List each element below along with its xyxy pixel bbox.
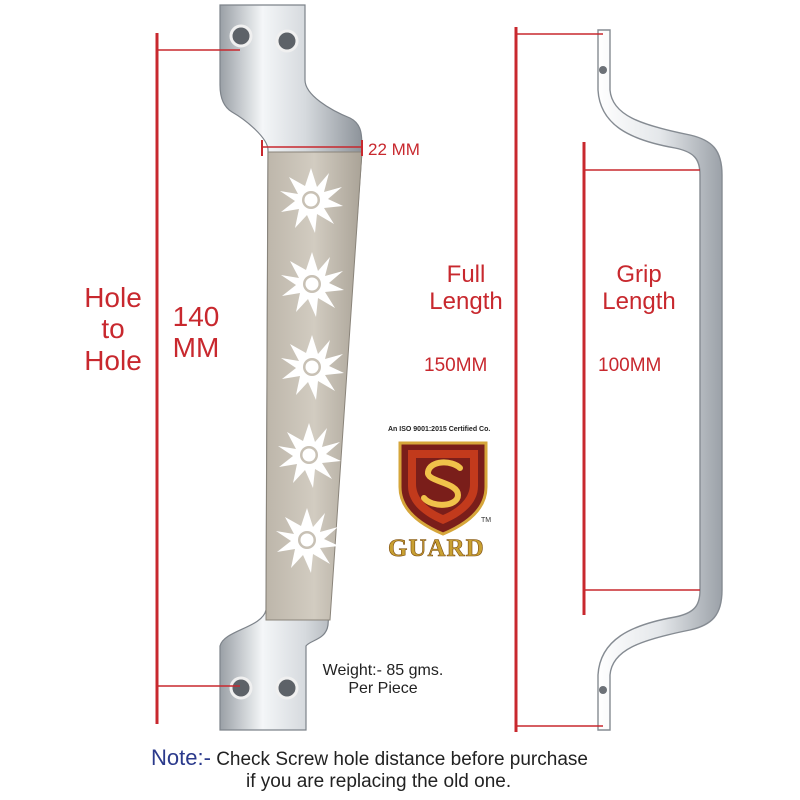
grip-length-label: Grip Length: [602, 261, 676, 315]
width-label: 22 MM: [368, 140, 420, 159]
hole-distance-value: 140 MM: [172, 301, 220, 364]
weight-label: Weight:- 85 gms. Per Piece: [322, 662, 444, 697]
side-handle: [597, 29, 723, 731]
note-line-1: Check Screw hole distance before purchas…: [210, 749, 588, 770]
guard-shield-logo-icon: [398, 441, 488, 536]
hole-to-hole-label: Hole to Hole: [84, 282, 142, 376]
full-length-label: Full Length: [429, 261, 503, 315]
full-length-value: 150MM: [424, 355, 488, 376]
trademark-mark: TM: [481, 517, 492, 524]
brand-name: GUARD: [388, 535, 485, 563]
iso-certification-text: An ISO 9001:2015 Certified Co.: [388, 426, 491, 433]
grip-length-value: 100MM: [598, 355, 662, 376]
dimension-lines: [155, 27, 700, 732]
note-line-2: if you are replacing the old one.: [246, 771, 512, 792]
note-prefix: Note:-: [151, 745, 211, 770]
front-handle: [219, 4, 363, 731]
